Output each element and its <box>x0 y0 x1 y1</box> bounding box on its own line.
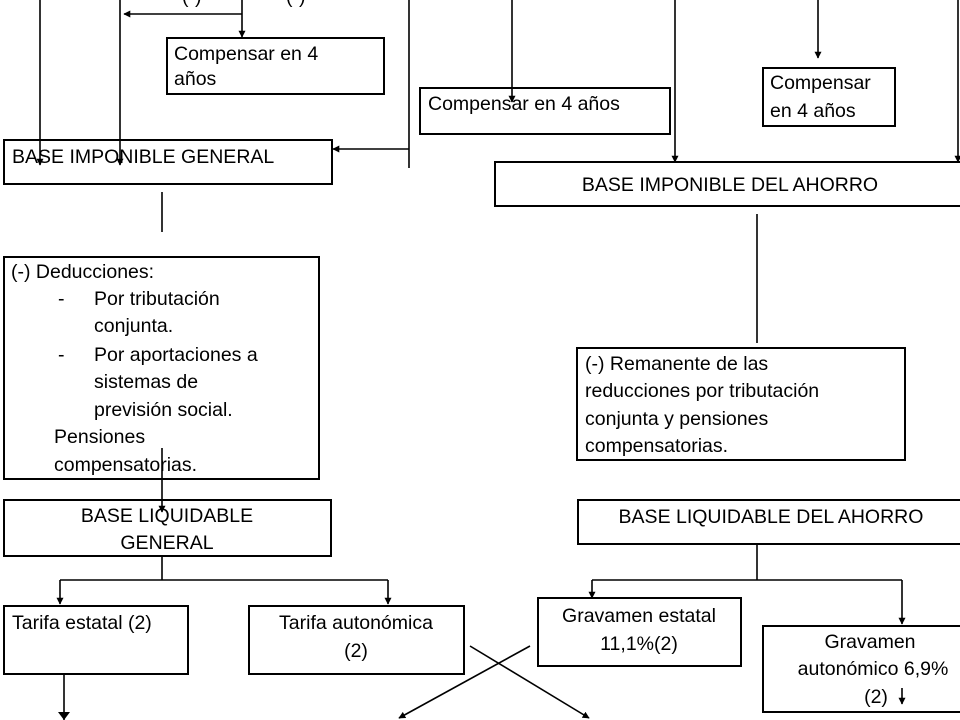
top-fragment-right: (-) <box>286 0 305 8</box>
compensar-box-1 <box>166 37 385 95</box>
tarifa-estatal-box <box>3 605 189 675</box>
base-liquidable-general-line-2: GENERAL <box>120 532 213 554</box>
deducciones-item-1-line-2: conjunta. <box>94 315 173 337</box>
deducciones-item-2-line-2: sistemas de <box>94 371 198 393</box>
base-liquidable-general-box <box>3 499 332 557</box>
base-imponible-general-text: BASE IMPONIBLE GENERAL <box>12 146 274 168</box>
deducciones-item-1-line-1: Por tributación <box>94 288 220 310</box>
compensar-3-line-1: Compensar <box>770 72 871 94</box>
deducciones-bullet-2: - <box>58 344 65 366</box>
deducciones-item-2-line-1: Por aportaciones a <box>94 344 258 366</box>
compensar-2-text: Compensar en 4 años <box>428 93 620 115</box>
gravamen-estatal-line-2: 11,1%(2) <box>600 633 678 655</box>
base-imponible-ahorro-box <box>494 161 960 207</box>
gravamen-autonomico-line-3: (2) <box>864 686 888 708</box>
compensar-box-2 <box>419 87 671 135</box>
deducciones-tail-line-1: Pensiones <box>54 426 145 448</box>
tarifa-autonomica-line-2: (2) <box>344 640 368 662</box>
base-liquidable-ahorro-text: BASE LIQUIDABLE DEL AHORRO <box>619 506 924 528</box>
remanente-line-2: reducciones por tributación <box>585 380 819 402</box>
gravamen-estatal-box <box>537 597 742 667</box>
compensar-1-line-1: Compensar en 4 <box>174 43 318 65</box>
deducciones-box <box>3 256 320 480</box>
tarifa-autonomica-line-1: Tarifa autonómica <box>279 612 433 634</box>
deducciones-bullet-1: - <box>58 288 65 310</box>
compensar-box-3 <box>762 67 896 127</box>
gravamen-autonomico-line-2: autonómico 6,9% <box>798 658 949 680</box>
remanente-line-4: compensatorias. <box>585 435 728 457</box>
tarifa-estatal-text: Tarifa estatal (2) <box>12 612 152 634</box>
deducciones-tail-line-2: compensatorias. <box>54 454 197 476</box>
cross-connector-line <box>398 645 531 719</box>
base-imponible-general-box <box>3 139 333 185</box>
gravamen-autonomico-box <box>762 625 960 713</box>
base-liquidable-general-line-1: BASE LIQUIDABLE <box>81 505 253 527</box>
cross-connector-line <box>469 645 590 719</box>
deducciones-title: (-) Deducciones: <box>11 261 154 283</box>
gravamen-estatal-line-1: Gravamen estatal <box>562 605 716 627</box>
base-liquidable-ahorro-box <box>577 499 960 545</box>
remanente-line-3: conjunta y pensiones <box>585 408 768 430</box>
gravamen-autonomico-line-1: Gravamen <box>824 631 915 653</box>
connector-arrowhead <box>58 712 70 720</box>
compensar-1-line-2: años <box>174 68 217 90</box>
remanente-line-1: (-) Remanente de las <box>585 353 768 375</box>
base-imponible-ahorro-text: BASE IMPONIBLE DEL AHORRO <box>582 174 878 196</box>
compensar-3-line-2: en 4 años <box>770 100 856 122</box>
tarifa-autonomica-box <box>248 605 465 675</box>
top-fragment-left: (-) <box>182 0 201 8</box>
deducciones-item-2-line-3: previsión social. <box>94 399 233 421</box>
remanente-box <box>576 347 906 461</box>
